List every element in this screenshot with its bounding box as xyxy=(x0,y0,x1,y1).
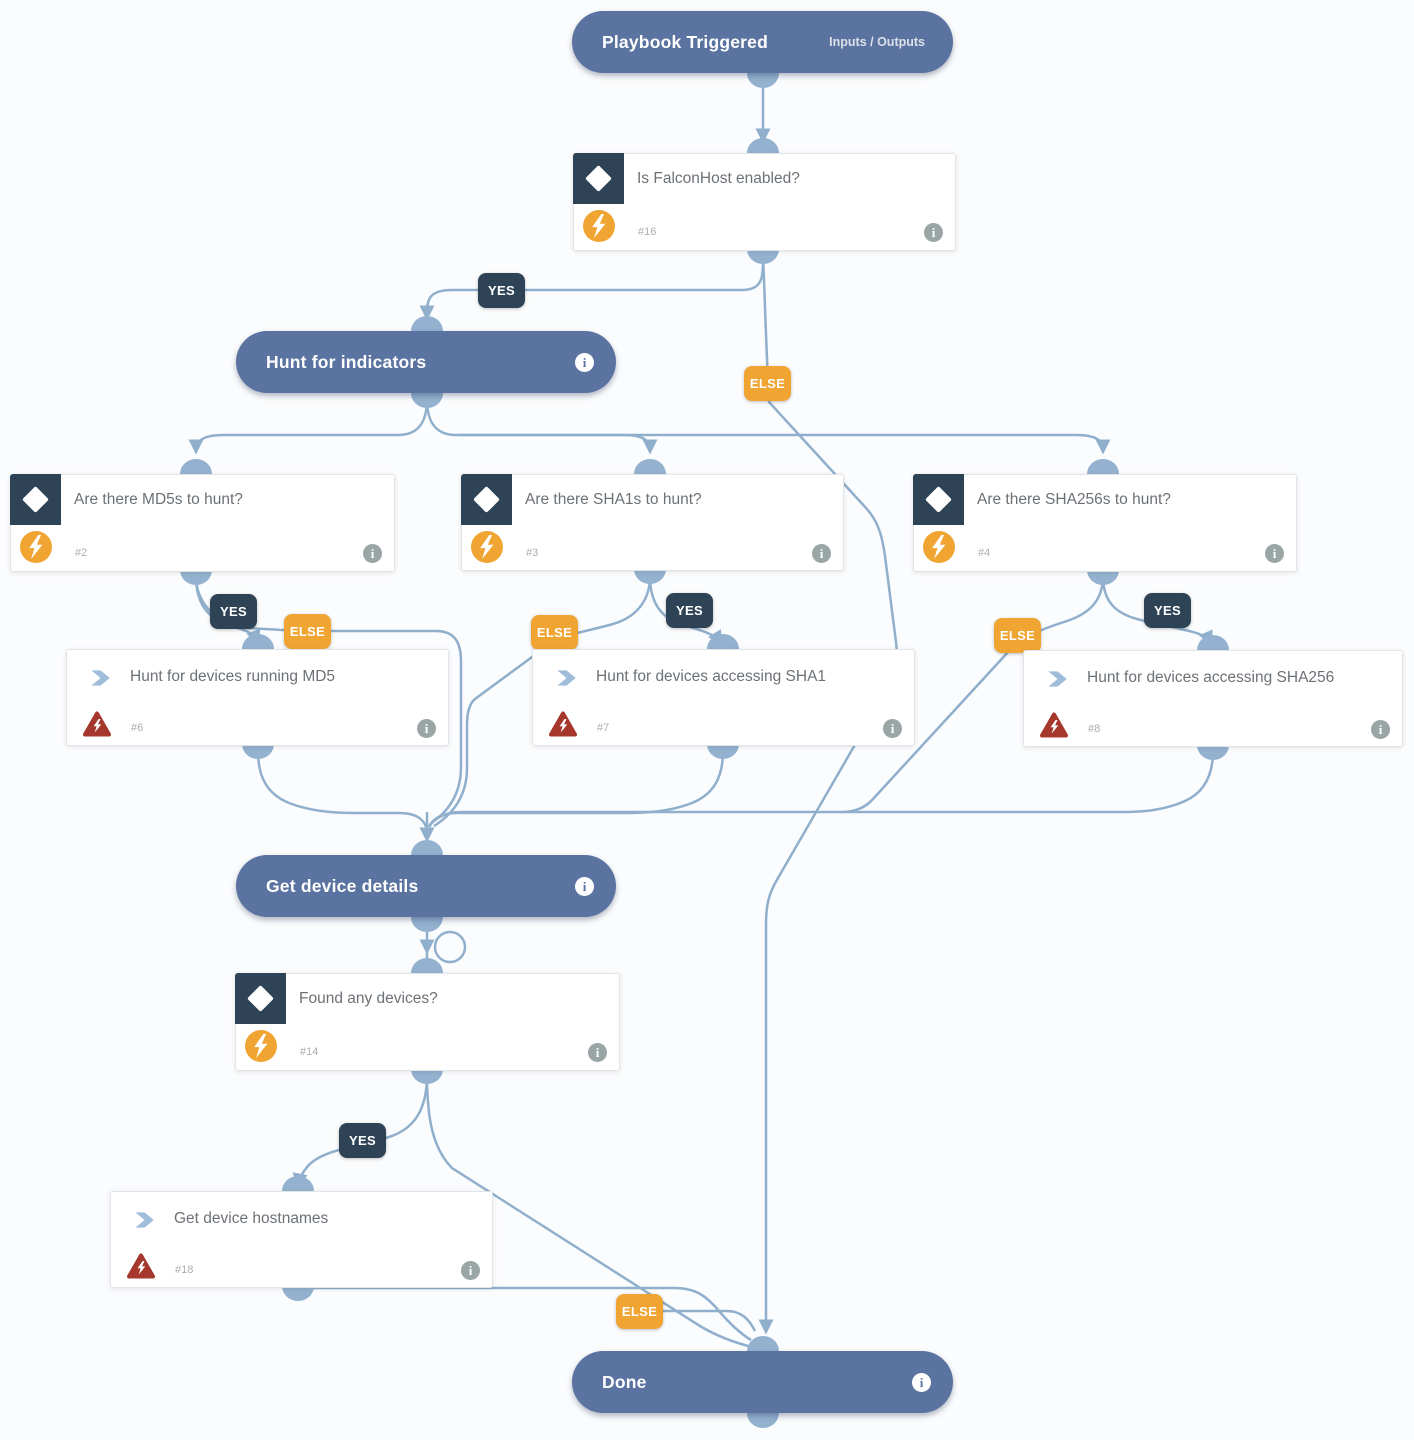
automation-bolt-icon xyxy=(923,531,955,568)
condition-diamond-icon xyxy=(461,474,512,525)
node-hunt-devices-md5[interactable]: Hunt for devices running MD5 #6 i xyxy=(66,649,449,746)
edge-label-else: ELSE xyxy=(284,614,331,649)
node-found-any-devices[interactable]: Found any devices? #14 i xyxy=(235,973,620,1071)
task-number: #16 xyxy=(638,226,657,238)
automation-bolt-icon xyxy=(20,531,52,568)
edge-label-yes: YES xyxy=(478,273,525,308)
edge-hunt-to-sha1 xyxy=(425,398,658,455)
edge-falconhost-else-to-done xyxy=(758,255,899,1335)
edge-label-else: ELSE xyxy=(531,615,578,650)
condition-diamond-icon xyxy=(573,153,624,204)
edge-sha1-else xyxy=(433,575,652,828)
info-icon[interactable]: i xyxy=(1371,720,1390,739)
loop-circle xyxy=(433,930,467,964)
edge-label-else: ELSE xyxy=(616,1294,663,1329)
node-hunt-for-indicators[interactable]: Hunt for indicators i xyxy=(236,331,616,393)
edge-else-label-to-done xyxy=(663,1309,757,1332)
task-number: #6 xyxy=(131,722,144,734)
node-playbook-triggered[interactable]: Playbook Triggered Inputs / Outputs xyxy=(572,11,953,73)
node-are-there-sha1s[interactable]: Are there SHA1s to hunt? #3 i xyxy=(461,474,844,571)
node-title: Are there SHA1s to hunt? xyxy=(525,491,702,508)
error-triangle-icon xyxy=(1039,711,1069,744)
info-icon[interactable]: i xyxy=(924,223,943,242)
edge-hunt-to-sha256 xyxy=(460,433,1111,455)
info-icon[interactable]: i xyxy=(883,719,902,738)
node-title: Playbook Triggered xyxy=(602,31,769,52)
task-number: #8 xyxy=(1088,723,1101,735)
task-number: #14 xyxy=(300,1046,319,1058)
node-title: Is FalconHost enabled? xyxy=(637,170,800,187)
info-icon[interactable]: i xyxy=(1265,544,1284,563)
edge-label-yes: YES xyxy=(339,1123,386,1158)
inputs-outputs-link[interactable]: Inputs / Outputs xyxy=(829,35,925,49)
node-get-device-hostnames[interactable]: Get device hostnames #18 i xyxy=(110,1191,493,1288)
condition-diamond-icon xyxy=(10,474,61,525)
edge-md5-else xyxy=(194,575,463,825)
node-title: Hunt for devices running MD5 xyxy=(130,668,336,685)
node-title: Get device details xyxy=(266,875,419,896)
edge-huntsha1-out xyxy=(427,750,725,828)
info-icon[interactable]: i xyxy=(363,544,382,563)
node-title: Get device hostnames xyxy=(174,1210,329,1227)
node-title: Are there SHA256s to hunt? xyxy=(977,491,1171,508)
node-hunt-devices-sha256[interactable]: Hunt for devices accessing SHA256 #8 i xyxy=(1023,650,1403,747)
edge-huntmd5-out xyxy=(256,750,428,828)
node-title: Hunt for devices accessing SHA1 xyxy=(596,668,827,685)
node-is-falconhost-enabled[interactable]: Is FalconHost enabled? #16 i xyxy=(573,153,956,251)
edge-label-yes: YES xyxy=(210,594,257,629)
node-title: Hunt for indicators xyxy=(266,351,427,372)
condition-diamond-icon xyxy=(913,474,964,525)
node-done[interactable]: Done i xyxy=(572,1351,953,1413)
error-triangle-icon xyxy=(126,1252,156,1285)
node-get-device-details[interactable]: Get device details i xyxy=(236,855,616,917)
edge-falconhost-yes xyxy=(419,255,765,321)
node-title: Hunt for devices accessing SHA256 xyxy=(1087,669,1335,686)
node-hunt-devices-sha1[interactable]: Hunt for devices accessing SHA1 #7 i xyxy=(532,649,915,746)
info-icon[interactable]: i xyxy=(575,876,594,896)
playbook-chevron-icon xyxy=(1044,666,1070,697)
info-icon[interactable]: i xyxy=(812,544,831,563)
task-number: #2 xyxy=(75,547,88,559)
edge-label-else: ELSE xyxy=(994,618,1041,653)
edge-hunt-to-md5 xyxy=(188,398,429,455)
task-number: #18 xyxy=(175,1264,194,1276)
automation-bolt-icon xyxy=(245,1030,277,1067)
playbook-chevron-icon xyxy=(131,1207,157,1238)
node-are-there-md5s[interactable]: Are there MD5s to hunt? #2 i xyxy=(10,474,395,572)
task-number: #3 xyxy=(526,547,539,559)
node-title: Are there MD5s to hunt? xyxy=(74,491,243,508)
node-title: Done xyxy=(602,1371,647,1392)
task-number: #4 xyxy=(978,547,991,559)
automation-bolt-icon xyxy=(471,531,503,568)
condition-diamond-icon xyxy=(235,973,286,1024)
info-icon[interactable]: i xyxy=(461,1261,480,1280)
node-title: Found any devices? xyxy=(299,990,438,1007)
error-triangle-icon xyxy=(548,710,578,743)
edge-huntsha256-out xyxy=(427,750,1215,828)
edge-label-yes: YES xyxy=(666,593,713,628)
info-icon[interactable]: i xyxy=(588,1043,607,1062)
automation-bolt-icon xyxy=(583,210,615,247)
playbook-chevron-icon xyxy=(87,665,113,696)
error-triangle-icon xyxy=(82,710,112,743)
info-icon[interactable]: i xyxy=(417,719,436,738)
playbook-chevron-icon xyxy=(553,665,579,696)
node-are-there-sha256s[interactable]: Are there SHA256s to hunt? #4 i xyxy=(913,474,1297,572)
info-icon[interactable]: i xyxy=(912,1372,931,1392)
info-icon[interactable]: i xyxy=(575,352,594,372)
task-number: #7 xyxy=(597,722,610,734)
edge-found-else xyxy=(425,1074,753,1349)
edge-label-else: ELSE xyxy=(744,366,791,401)
edge-label-yes: YES xyxy=(1144,593,1191,628)
